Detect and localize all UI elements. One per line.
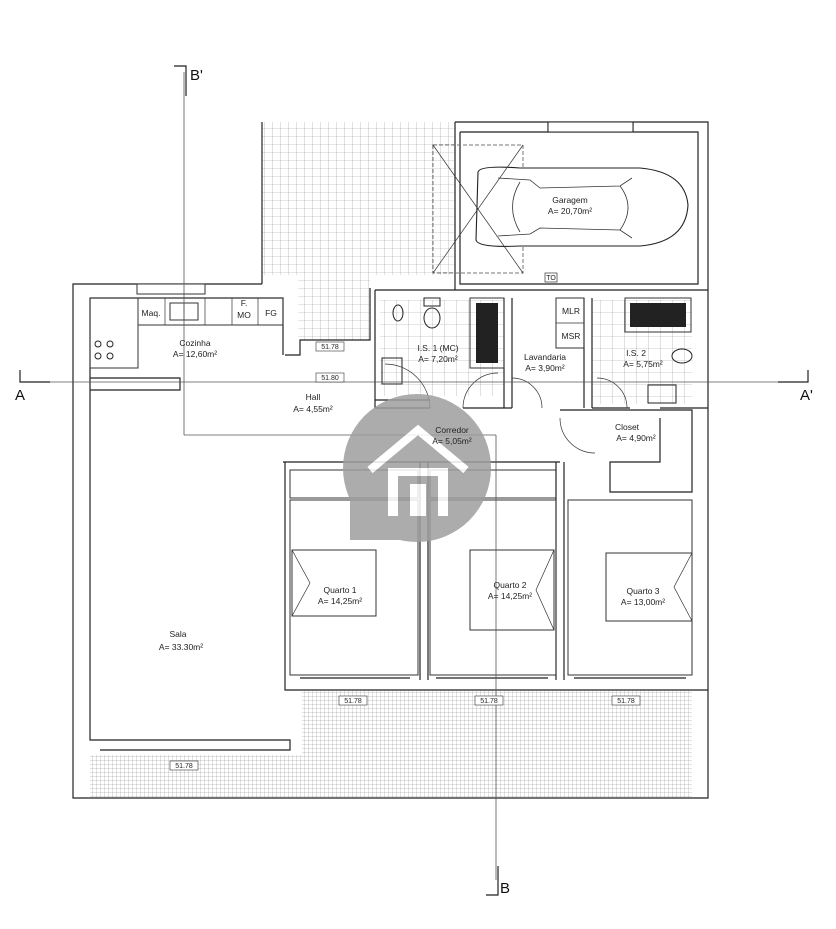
room-area-quarto1: A= 14,25m² xyxy=(318,596,362,606)
car-icon xyxy=(432,144,689,274)
room-name-cozinha: Cozinha xyxy=(179,338,210,348)
room-name-is1: I.S. 1 (MC) xyxy=(417,343,458,353)
room-area-closet: A= 4,90m² xyxy=(616,433,656,443)
fixture-maq: Maq. xyxy=(142,308,161,318)
terrace-paving xyxy=(90,690,692,798)
stove-icon xyxy=(94,340,114,360)
room-area-is2: A= 5,75m² xyxy=(623,359,663,369)
fixture-to: TO xyxy=(546,275,556,282)
room-name-closet: Closet xyxy=(615,422,640,432)
room-area-quarto3: A= 13,00m² xyxy=(621,597,665,607)
level-hall-top: 51.78 xyxy=(321,344,339,351)
level-front: 51.78 xyxy=(175,763,193,770)
patio-paving xyxy=(262,122,455,340)
section-mark-a-prime: A' xyxy=(800,387,813,404)
toilet-icon xyxy=(392,297,693,364)
fixture-fmo-bottom: MO xyxy=(237,310,251,320)
section-mark-a: A xyxy=(15,387,25,404)
fixture-fmo-top: F. xyxy=(241,298,248,308)
room-name-garagem: Garagem xyxy=(552,195,587,205)
level-terrace-right: 51.78 xyxy=(617,698,635,705)
level-terrace-mid: 51.78 xyxy=(480,698,498,705)
room-name-sala: Sala xyxy=(169,629,186,639)
room-area-sala: A= 33.30m² xyxy=(159,642,203,652)
room-area-cozinha: A= 12,60m² xyxy=(173,349,217,359)
room-area-corredor: A= 5,05m² xyxy=(432,436,472,446)
room-name-lavandaria: Lavandaria xyxy=(524,352,566,362)
watermark-logo xyxy=(343,394,491,542)
fixture-msr: MSR xyxy=(562,331,581,341)
room-area-hall: A= 4,55m² xyxy=(293,404,333,414)
room-name-hall: Hall xyxy=(306,392,321,402)
sink-icon xyxy=(381,357,677,404)
outer-walls xyxy=(72,121,709,799)
bed-icon xyxy=(291,549,693,631)
bedrooms xyxy=(283,461,708,691)
room-name-quarto3: Quarto 3 xyxy=(626,586,659,596)
room-name-quarto1: Quarto 1 xyxy=(323,585,356,595)
room-name-corredor: Corredor xyxy=(435,425,469,435)
room-area-is1: A= 7,20m² xyxy=(418,354,458,364)
fixture-mlr: MLR xyxy=(562,306,580,316)
closet xyxy=(560,409,693,493)
section-lines xyxy=(19,65,809,896)
level-terrace-left: 51.78 xyxy=(344,698,362,705)
room-name-is2: I.S. 2 xyxy=(626,348,646,358)
level-hall-bottom: 51.80 xyxy=(321,375,339,382)
room-area-garagem: A= 20,70m² xyxy=(548,206,592,216)
fixture-fg: FG xyxy=(265,308,277,318)
kitchen xyxy=(89,283,284,391)
room-name-quarto2: Quarto 2 xyxy=(493,580,526,590)
section-mark-b-prime: B' xyxy=(190,67,203,84)
room-area-quarto2: A= 14,25m² xyxy=(488,591,532,601)
room-area-lavandaria: A= 3,90m² xyxy=(525,363,565,373)
section-mark-b: B xyxy=(500,880,510,897)
